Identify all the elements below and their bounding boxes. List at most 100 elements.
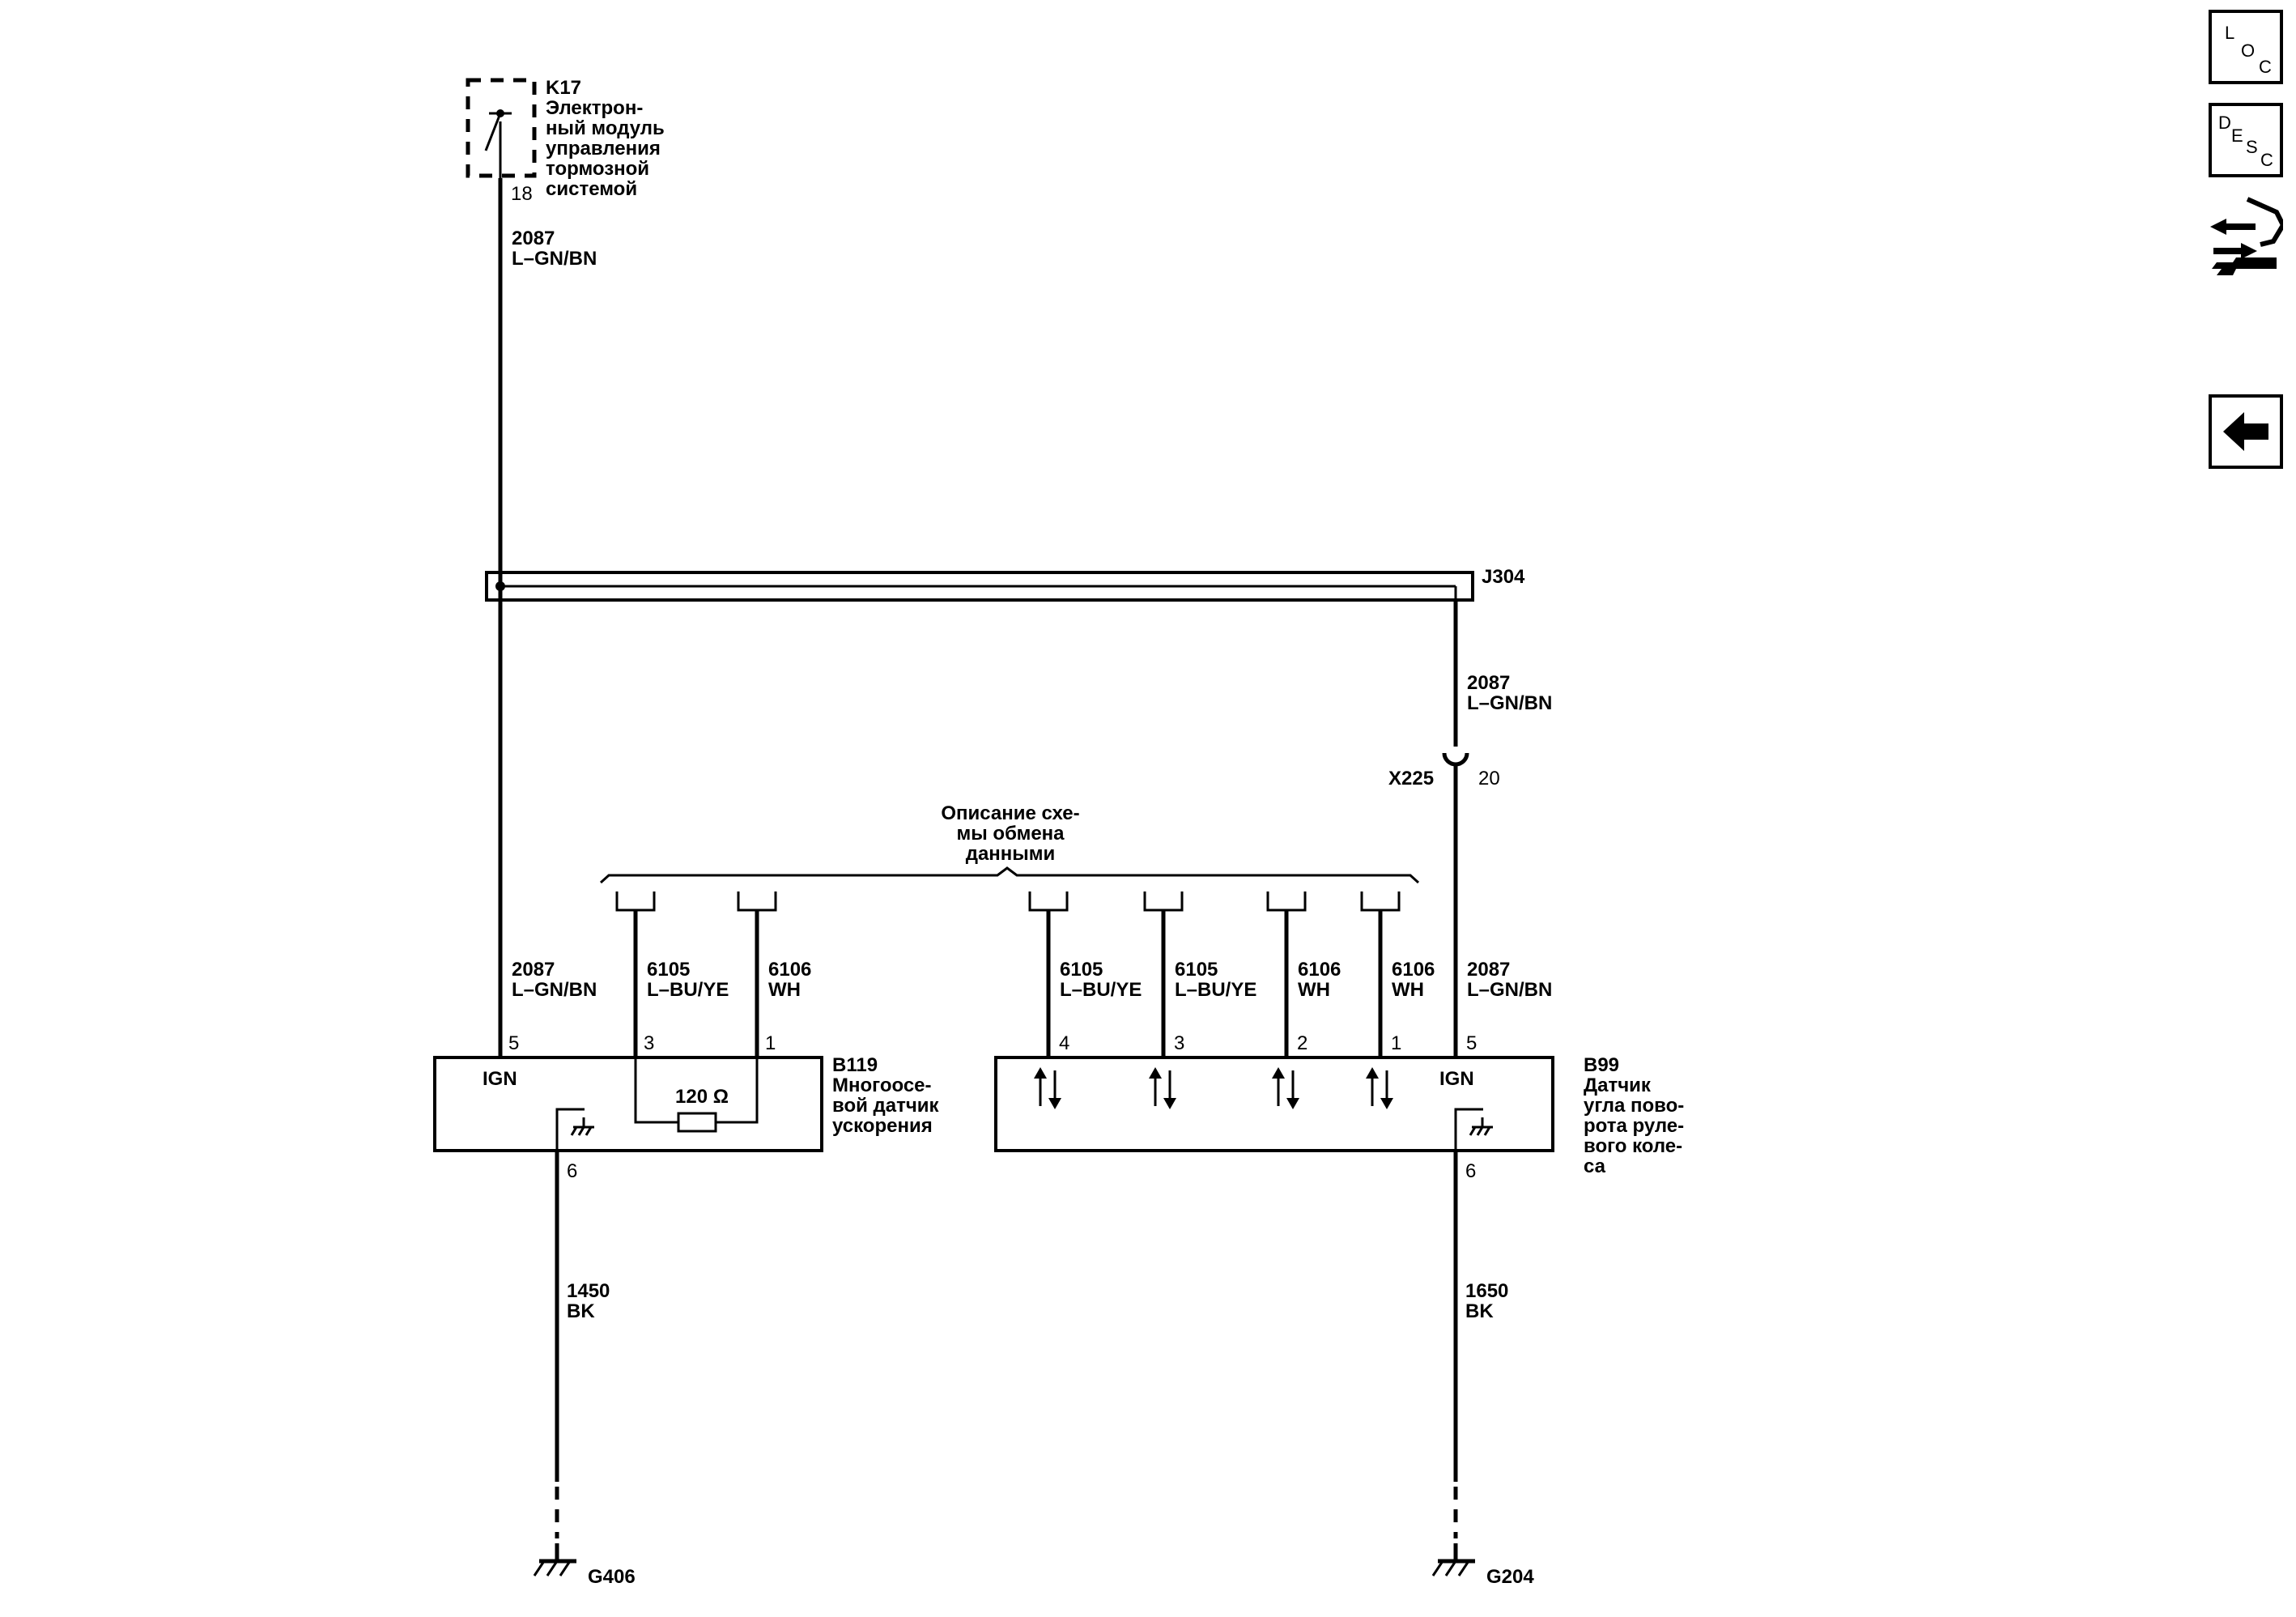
j304-outline: [485, 571, 1474, 602]
k17-desc-5: системой: [546, 178, 637, 200]
k17-switch-blade: [484, 113, 502, 151]
back-button[interactable]: [2209, 394, 2283, 469]
bus-stub-b99-3: [1143, 891, 1184, 912]
k17-desc-2: ный модуль: [546, 117, 665, 139]
b99-w2-color: WH: [1298, 979, 1330, 1001]
b119-desc-2: вой датчик: [832, 1095, 940, 1117]
b119-w5-color: L–GN/BN: [512, 979, 597, 1001]
k17-desc-1: Электрон-: [546, 97, 643, 119]
data-bus-label-1: Описание схе-: [941, 802, 1079, 824]
data-bus-label-2: мы обмена: [956, 823, 1065, 845]
bus-stub-b119-3: [615, 891, 656, 912]
b99-pin-3: 3: [1174, 1032, 1184, 1054]
b119-resistor-value: 120 Ω: [675, 1086, 729, 1108]
b99-w1-num: 6106: [1392, 959, 1435, 981]
g406-id: G406: [588, 1566, 636, 1588]
b99-id: B99: [1584, 1054, 1619, 1076]
ground-icon: [533, 1543, 572, 1577]
wire-j304-color: L–GN/BN: [1467, 692, 1552, 714]
loc-button[interactable]: L O C: [2209, 10, 2283, 84]
b119-outline: [433, 1056, 823, 1152]
data-bus-label-3: данными: [966, 843, 1056, 865]
b99-w4-color: L–BU/YE: [1060, 979, 1142, 1001]
desc-char-d: D: [2218, 113, 2231, 133]
b99-w3-num: 6105: [1175, 959, 1218, 981]
b99-ground-lead: [1454, 1108, 1483, 1151]
b119-resistor-lead-right: [716, 1057, 759, 1124]
b99-gnd-color: BK: [1465, 1300, 1494, 1322]
k17-desc-4: тормозной: [546, 158, 649, 180]
b119-desc-3: ускорения: [832, 1115, 933, 1137]
back-arrow-icon: [2223, 412, 2268, 451]
b99-pin-6: 6: [1465, 1160, 1476, 1182]
desc-char-s: S: [2246, 137, 2258, 157]
j304-splice[interactable]: J304: [485, 566, 1525, 602]
k17-module[interactable]: K17 Электрон- ный модуль управления торм…: [466, 77, 665, 205]
bus-stub-b99-2: [1266, 891, 1307, 912]
b119-module[interactable]: 5 3 1 IGN 120 Ω 6 B119 Многоосе- вой дат…: [433, 1032, 940, 1182]
b99-pin-1: 1: [1391, 1032, 1401, 1054]
data-bus-bracket: Описание схе- мы обмена данными: [599, 802, 1420, 912]
k17-pin: 18: [511, 183, 533, 205]
loc-char-c: C: [2259, 57, 2272, 77]
b99-ign: IGN: [1439, 1068, 1474, 1090]
bus-stub-b99-4: [1028, 891, 1069, 912]
b119-gnd-color: BK: [567, 1300, 595, 1322]
b119-pin-3: 3: [644, 1032, 654, 1054]
connector-views-button[interactable]: [2209, 194, 2286, 279]
b119-pin-5: 5: [508, 1032, 519, 1054]
b99-desc-5: са: [1584, 1155, 1606, 1177]
bus-stub-b99-1: [1360, 891, 1401, 912]
b99-desc-1: Датчик: [1584, 1074, 1652, 1096]
b99-w4-num: 6105: [1060, 959, 1103, 981]
j304-splice-node: [495, 581, 505, 591]
b119-pin-6: 6: [567, 1160, 577, 1182]
ground-icon: [1431, 1543, 1470, 1577]
b119-w5-num: 2087: [512, 959, 555, 981]
b119-resistor-lead-left: [634, 1057, 678, 1124]
g204-ground[interactable]: G204: [1431, 1543, 1534, 1588]
k17-module-outline: [466, 78, 537, 178]
desc-char-e: E: [2231, 126, 2243, 146]
b119-pin-1: 1: [765, 1032, 776, 1054]
chassis-ground-icon: [1469, 1117, 1493, 1136]
x225-connector[interactable]: X225 20: [1388, 752, 1500, 789]
b119-ground-lead: [555, 1108, 585, 1151]
desc-char-c: C: [2260, 150, 2273, 170]
k17-id: K17: [546, 77, 581, 99]
wire-k17-color: L–GN/BN: [512, 248, 597, 270]
loc-char-o: O: [2241, 40, 2256, 61]
resistor-icon: [677, 1112, 717, 1133]
b99-pin-5: 5: [1466, 1032, 1477, 1054]
wire-k17-num: 2087: [512, 228, 555, 249]
data-bus-brace: [599, 866, 1420, 884]
b99-gnd-num: 1650: [1465, 1280, 1508, 1302]
k17-desc-3: управления: [546, 138, 661, 160]
b119-w3-color: L–BU/YE: [647, 979, 729, 1001]
b99-outline: [994, 1056, 1554, 1152]
b99-pin-2: 2: [1297, 1032, 1307, 1054]
b99-desc-3: рота руле-: [1584, 1115, 1684, 1137]
j304-id: J304: [1482, 566, 1525, 588]
b119-w3-num: 6105: [647, 959, 690, 981]
b99-w5-color: L–GN/BN: [1467, 979, 1552, 1001]
g204-id: G204: [1486, 1566, 1534, 1588]
b99-w3-color: L–BU/YE: [1175, 979, 1256, 1001]
g406-ground[interactable]: G406: [533, 1543, 636, 1588]
b99-desc-4: вого коле-: [1584, 1135, 1682, 1157]
b99-module[interactable]: 4 3 2 1 5 IGN: [994, 1032, 1684, 1182]
bidirectional-arrow-icon: [1366, 1067, 1393, 1109]
b119-gnd-num: 1450: [567, 1280, 610, 1302]
b99-w1-color: WH: [1392, 979, 1424, 1001]
b119-ign: IGN: [483, 1068, 517, 1090]
bidirectional-arrow-icon: [1149, 1067, 1176, 1109]
b99-w2-num: 6106: [1298, 959, 1341, 981]
wire-j304-num: 2087: [1467, 672, 1510, 694]
connector-views-icon: [2210, 197, 2286, 275]
bidirectional-arrow-icon: [1272, 1067, 1299, 1109]
b99-w5-num: 2087: [1467, 959, 1510, 981]
desc-button[interactable]: D E S C: [2209, 103, 2283, 177]
b119-w1-num: 6106: [768, 959, 811, 981]
x225-pin: 20: [1478, 768, 1500, 789]
